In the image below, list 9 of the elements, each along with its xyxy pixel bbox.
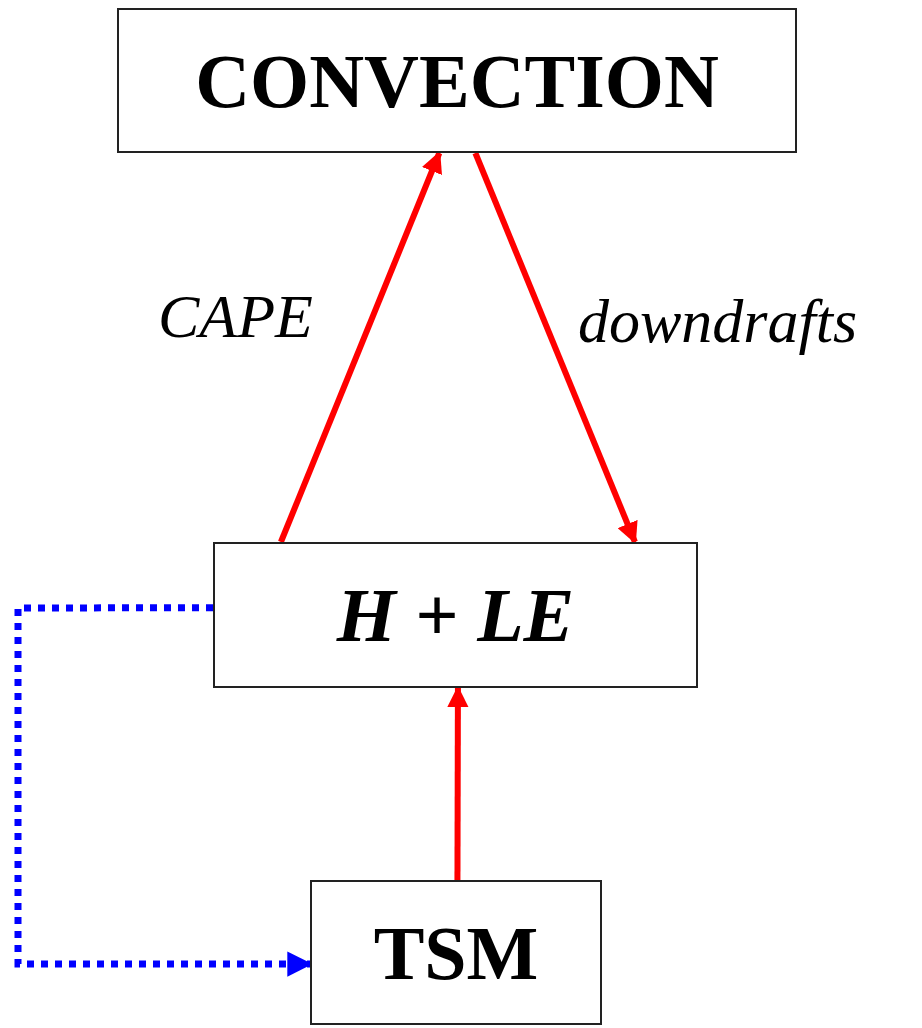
box-label: CONVECTION xyxy=(195,42,719,119)
arrow xyxy=(472,151,638,544)
process-box xyxy=(213,542,698,688)
box-label: TSM xyxy=(373,914,539,991)
process-box xyxy=(310,880,602,1025)
edge-label: CAPE xyxy=(158,285,313,347)
box-label: H + LE xyxy=(336,577,575,653)
process-box xyxy=(117,8,797,153)
arrow xyxy=(278,151,443,544)
